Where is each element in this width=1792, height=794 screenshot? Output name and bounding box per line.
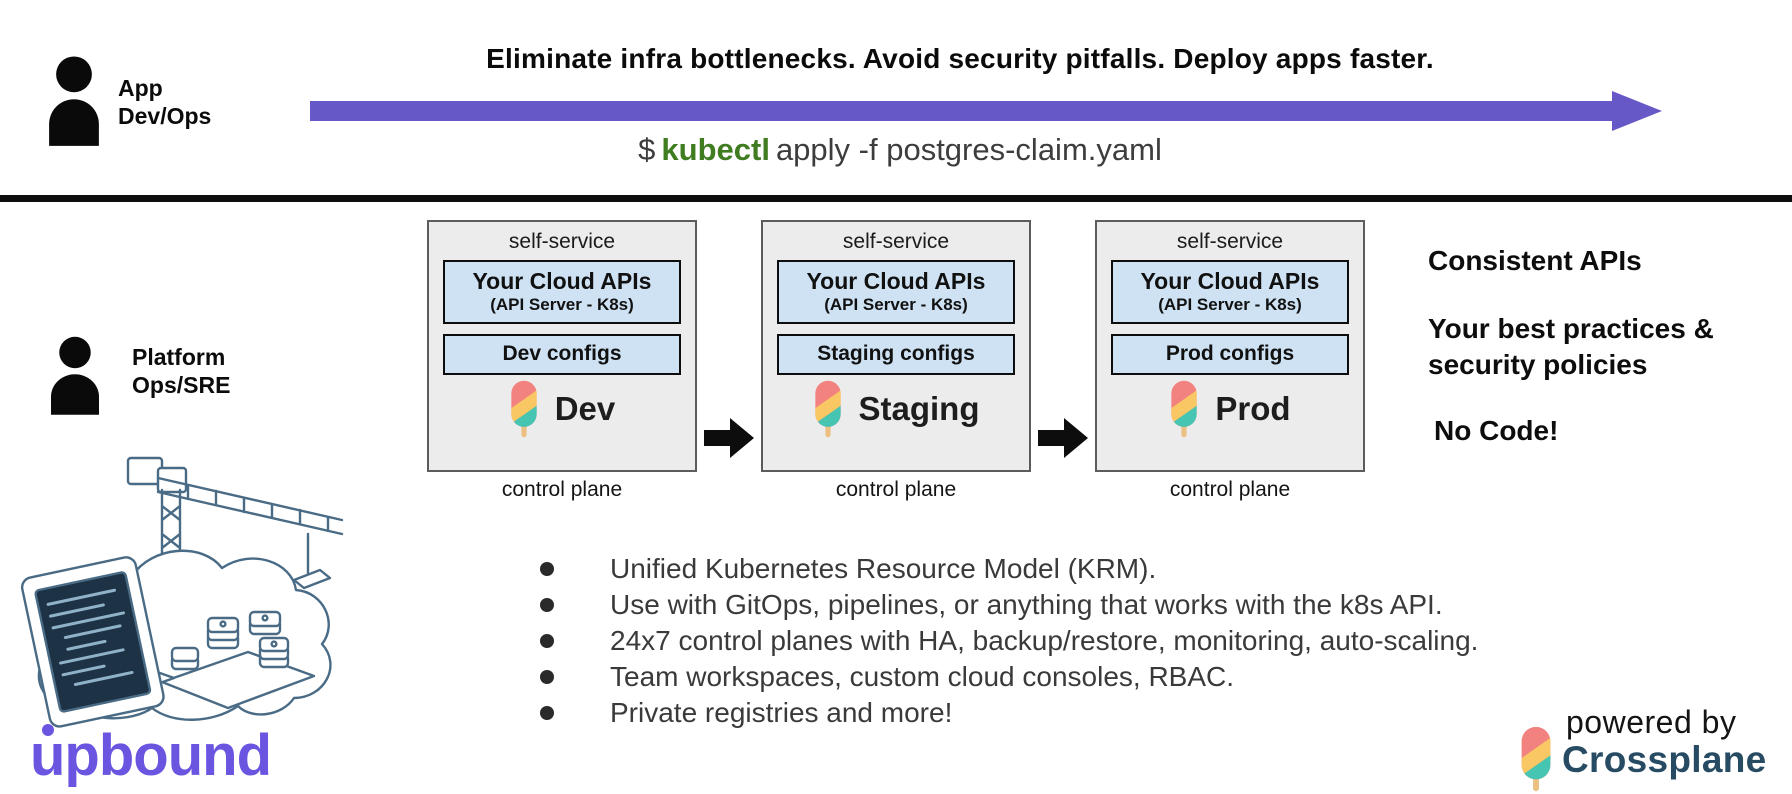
cloud-apis-title: Your Cloud APIs [1140, 268, 1320, 294]
cloud-apis-box: Your Cloud APIs (API Server - K8s) [443, 260, 681, 324]
feature-item: Team workspaces, custom cloud consoles, … [540, 659, 1540, 695]
persona-line1: App [118, 75, 163, 101]
crossplane-popsicle-icon [1171, 380, 1198, 438]
cloud-apis-subtitle: (API Server - K8s) [824, 295, 968, 314]
feature-item: Use with GitOps, pipelines, or anything … [540, 587, 1540, 623]
powered-by-label: powered by [1566, 704, 1737, 740]
crossplane-logo-text: powered by Crossplane [1562, 704, 1767, 792]
cloud-apis-box: Your Cloud APIs (API Server - K8s) [1111, 260, 1349, 324]
bullet-dot [540, 562, 554, 576]
benefit-item: Your best practices & security policies [1428, 313, 1714, 380]
features-list: Unified Kubernetes Resource Model (KRM).… [540, 551, 1540, 731]
section-divider [0, 195, 1792, 202]
feature-text: Unified Kubernetes Resource Model (KRM). [610, 553, 1157, 584]
feature-text: 24x7 control planes with HA, backup/rest… [610, 625, 1479, 656]
benefit-item: No Code! [1434, 415, 1559, 446]
env-name: Dev [554, 390, 616, 427]
cli-prompt: $ [638, 132, 656, 167]
control-plane-caption: control plane [1169, 478, 1291, 501]
bullet-dot [540, 670, 554, 684]
control-plane-card-prod: self-service Your Cloud APIs (API Server… [1095, 220, 1365, 503]
flow-arrow [310, 91, 1662, 131]
configs-box: Prod configs [1111, 334, 1349, 375]
persona-line2: Ops/SRE [132, 372, 231, 398]
env-row: Staging [763, 380, 1029, 438]
feature-text: Team workspaces, custom cloud consoles, … [610, 661, 1235, 692]
bullet-dot [540, 634, 554, 648]
self-service-label: self-service [508, 230, 616, 253]
right-arrow-icon [1038, 418, 1088, 458]
control-plane-card-dev: self-service Your Cloud APIs (API Server… [427, 220, 697, 503]
person-icon [49, 56, 99, 146]
feature-item: Unified Kubernetes Resource Model (KRM). [540, 551, 1540, 587]
control-plane-caption: control plane [835, 478, 957, 501]
crossplane-popsicle-icon [814, 380, 841, 438]
benefit-item: Consistent APIs [1428, 245, 1642, 276]
headline: Eliminate infra bottlenecks. Avoid secur… [486, 43, 1434, 74]
benefits-list: Consistent APIs Your best practices & se… [1428, 243, 1760, 449]
feature-item: 24x7 control planes with HA, backup/rest… [540, 623, 1540, 659]
bullet-dot [540, 598, 554, 612]
person-icon [51, 336, 99, 415]
right-arrow-icon [704, 418, 754, 458]
env-row: Prod [1097, 380, 1363, 438]
env-name: Staging [858, 390, 980, 427]
configs-box: Staging configs [777, 334, 1015, 375]
persona-line1: Platform [132, 344, 226, 370]
control-plane-caption: control plane [501, 478, 623, 501]
crossplane-wordmark: Crossplane [1562, 739, 1767, 780]
plane-box: self-service Your Cloud APIs (API Server… [427, 220, 697, 472]
env-row: Dev [429, 380, 695, 438]
configs-box: Dev configs [443, 334, 681, 375]
control-plane-card-staging: self-service Your Cloud APIs (API Server… [761, 220, 1031, 503]
self-service-label: self-service [1176, 230, 1284, 253]
cloud-apis-title: Your Cloud APIs [806, 268, 986, 294]
persona-platform-ops: Platform Ops/SRE [48, 335, 230, 415]
crossplane-popsicle-icon [511, 380, 537, 438]
control-planes-row: self-service Your Cloud APIs (API Server… [427, 220, 1365, 503]
cloud-platform-illustration [20, 456, 344, 728]
plane-box: self-service Your Cloud APIs (API Server… [1095, 220, 1365, 472]
feature-text: Use with GitOps, pipelines, or anything … [610, 589, 1443, 620]
cli-args: apply -f postgres-claim.yaml [775, 132, 1162, 167]
crossplane-popsicle-icon [1521, 726, 1551, 792]
bullet-dot [540, 706, 554, 720]
cloud-apis-subtitle: (API Server - K8s) [490, 295, 634, 314]
upbound-wordmark: upbound [30, 723, 272, 788]
cloud-apis-subtitle: (API Server - K8s) [1158, 295, 1302, 314]
feature-text: Private registries and more! [610, 697, 953, 728]
persona-line2: Dev/Ops [118, 103, 212, 129]
cloud-apis-box: Your Cloud APIs (API Server - K8s) [777, 260, 1015, 324]
persona-label: Platform Ops/SRE [132, 343, 230, 415]
self-service-label: self-service [842, 230, 950, 253]
crossplane-logo: powered by Crossplane [1518, 704, 1767, 792]
upbound-logo: upbound [30, 722, 272, 789]
flow-gap [697, 220, 761, 472]
cloud-apis-title: Your Cloud APIs [472, 268, 652, 294]
persona-app-devops: App Dev/Ops [46, 54, 211, 146]
flow-gap [1031, 220, 1095, 472]
plane-box: self-service Your Cloud APIs (API Server… [761, 220, 1031, 472]
persona-label: App Dev/Ops [118, 74, 211, 146]
upbound-logo-dot [42, 724, 54, 736]
env-name: Prod [1215, 390, 1291, 427]
feature-item: Private registries and more! [540, 695, 1540, 731]
cli-keyword: kubectl [661, 132, 770, 167]
